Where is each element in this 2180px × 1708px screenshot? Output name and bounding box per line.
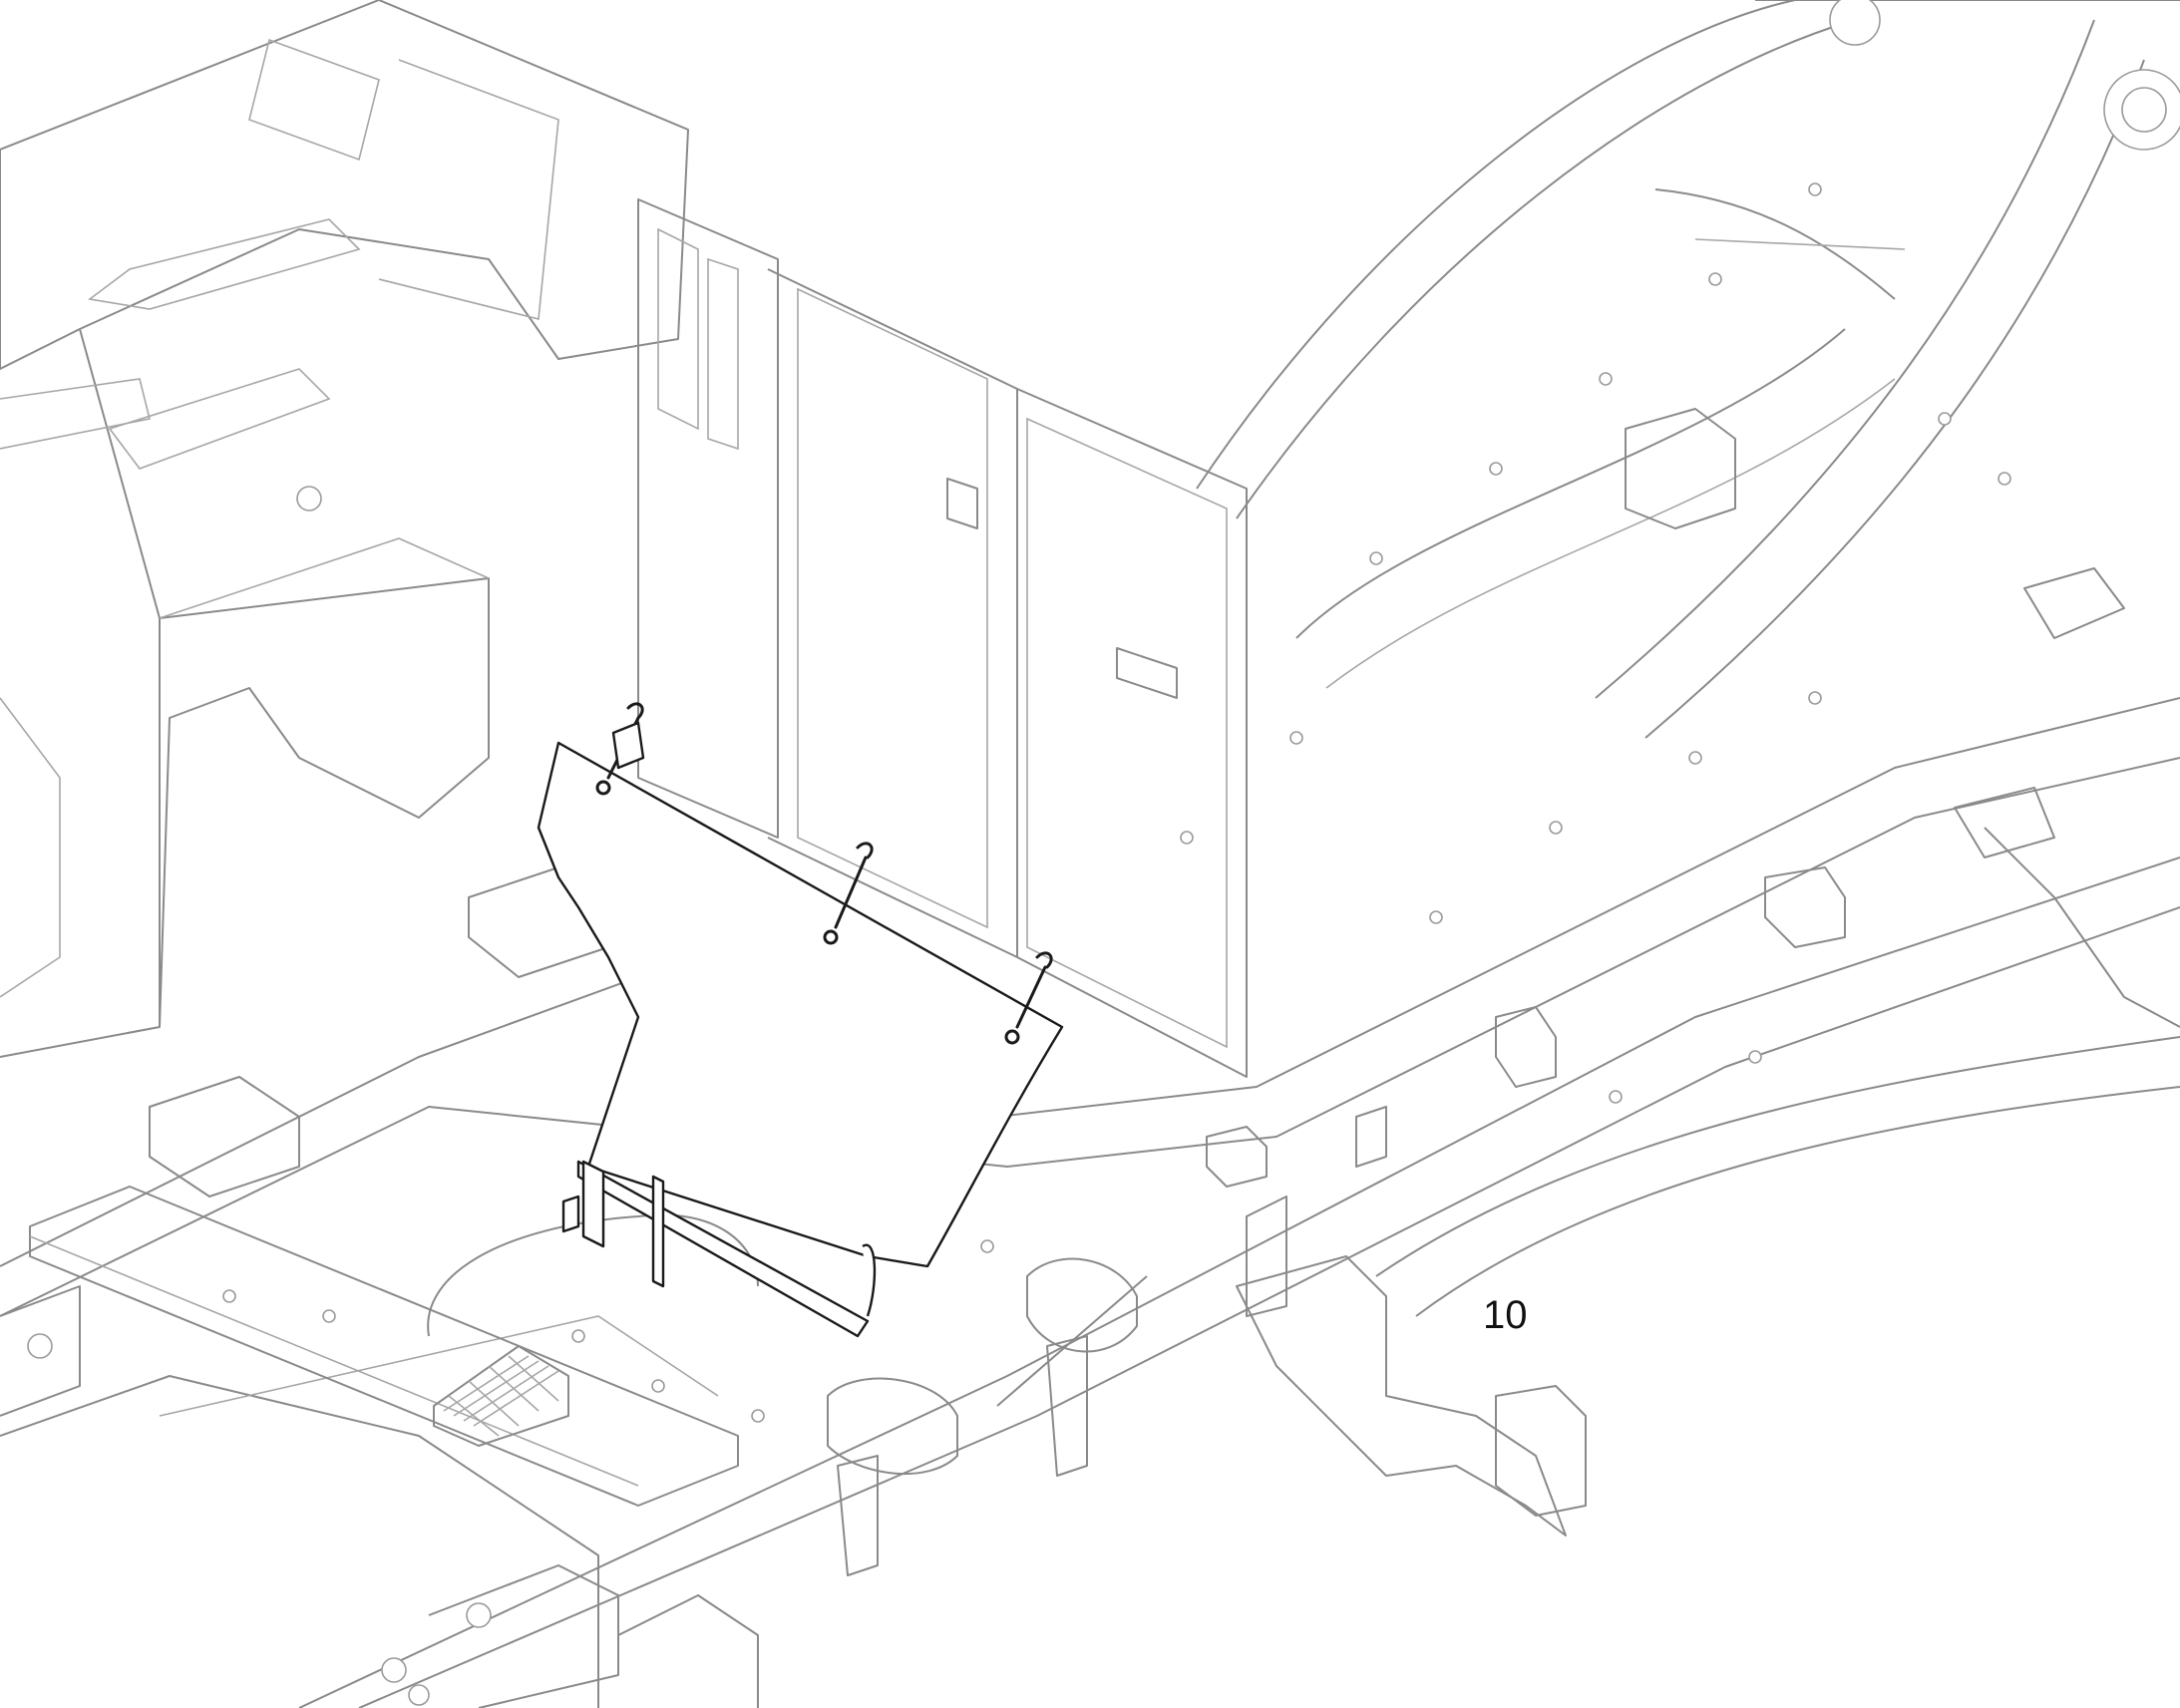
mounting-holes <box>222 182 2011 1423</box>
upper-arch-frame <box>1196 0 2180 739</box>
support-brackets <box>827 787 2180 1576</box>
hook-middle <box>823 842 874 945</box>
hook-right <box>1004 951 1053 1045</box>
cab-block <box>0 0 689 1058</box>
walkway-cross-member <box>29 866 759 1507</box>
curtain-flap-part <box>537 741 1064 1338</box>
hook-left <box>595 702 645 796</box>
floor-grating <box>433 1345 569 1447</box>
lower-main-frame <box>0 697 2180 1708</box>
door-panel <box>637 198 1248 1078</box>
part-callout-label: 10 <box>1483 1293 1528 1337</box>
